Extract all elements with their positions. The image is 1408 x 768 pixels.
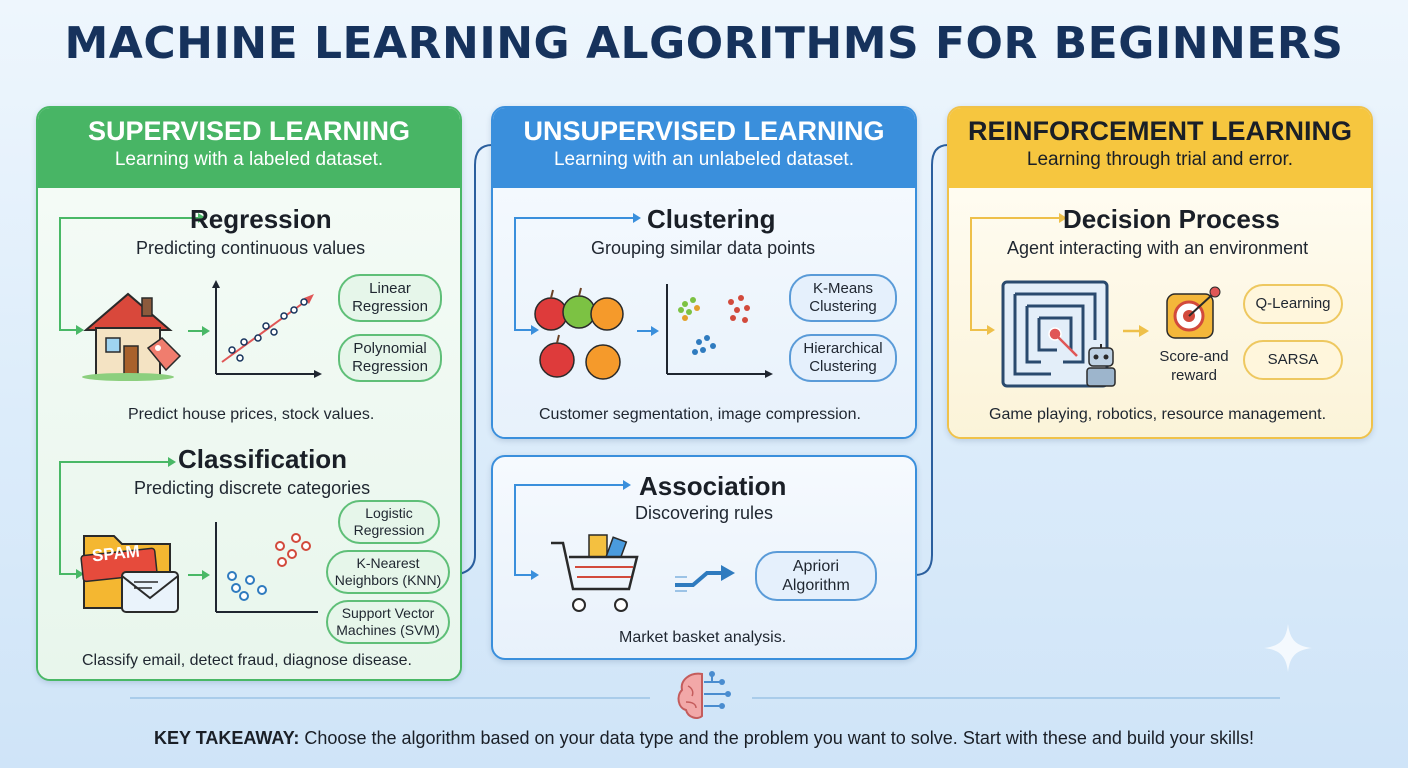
fruit-icon — [534, 287, 624, 380]
decision-flow-arrow — [970, 213, 1067, 335]
reinforcement-header: REINFORCEMENT LEARNING Learning through … — [949, 108, 1371, 188]
scatter-trend-icon — [212, 280, 322, 378]
scatter-classes-icon — [215, 522, 318, 613]
reward-arrow-icon — [1123, 325, 1149, 337]
clustering-example: Customer segmentation, image compression… — [539, 406, 861, 423]
kmeans-pill[interactable]: K-Means Clustering — [789, 274, 897, 322]
page-title: MACHINE LEARNING ALGORITHMS FOR BEGINNER… — [64, 18, 1344, 69]
regression-flow-arrow — [59, 213, 206, 335]
clustering-title: Clustering — [647, 204, 776, 234]
logistic-regression-pill[interactable]: Logistic Regression — [338, 500, 440, 544]
unsupervised-title: UNSUPERVISED LEARNING — [523, 116, 885, 146]
decision-title: Decision Process — [1063, 204, 1280, 234]
reinforcement-panel: REINFORCEMENT LEARNING Learning through … — [947, 106, 1373, 439]
takeaway-text: Choose the algorithm based on your data … — [299, 728, 1254, 748]
regression-title: Regression — [190, 204, 332, 234]
decision-example: Game playing, robotics, resource managem… — [989, 406, 1327, 423]
association-example: Market basket analysis. — [619, 629, 787, 646]
shopping-cart-icon — [551, 534, 639, 612]
clustering-subtitle: Grouping similar data points — [591, 238, 816, 258]
sparkle-icon — [1264, 624, 1312, 672]
cluster-scatter-icon — [666, 284, 773, 378]
regression-subtitle: Predicting continuous values — [136, 238, 366, 258]
linear-regression-pill[interactable]: Linear Regression — [338, 274, 442, 322]
score-reward-label: Score-and reward — [1159, 348, 1229, 384]
robot-icon — [1086, 344, 1116, 387]
regression-example: Predict house prices, stock values. — [128, 406, 375, 423]
regression-arrow-icon — [188, 326, 210, 336]
decision-subtitle: Agent interacting with an environment — [1007, 238, 1309, 258]
maze-icon — [1001, 280, 1109, 388]
house-icon — [82, 292, 174, 381]
classification-title: Classification — [178, 444, 348, 474]
association-flow-arrow — [514, 480, 631, 580]
envelope-icon — [121, 571, 179, 613]
q-learning-pill[interactable]: Q-Learning — [1243, 284, 1343, 324]
classification-subtitle: Predicting discrete categories — [134, 478, 371, 498]
apriori-pill[interactable]: Apriori Algorithm — [755, 551, 877, 601]
clustering-arrow-icon — [637, 326, 659, 336]
unsupervised-header: UNSUPERVISED LEARNING Learning with an u… — [493, 108, 915, 188]
key-takeaway: KEY TAKEAWAY: Choose the algorithm based… — [0, 728, 1408, 749]
hierarchical-pill[interactable]: Hierarchical Clustering — [789, 334, 897, 382]
classification-arrow-icon — [188, 570, 210, 580]
clustering-flow-arrow — [514, 213, 641, 335]
reinforcement-subtitle: Learning through trial and error. — [1026, 149, 1294, 170]
association-title: Association — [639, 471, 787, 501]
association-panel: Association Discovering rules Apriori Al… — [491, 455, 917, 660]
target-reward-icon — [1166, 286, 1221, 339]
unsupervised-subtitle: Learning with an unlabeled dataset. — [553, 149, 854, 170]
supervised-title: SUPERVISED LEARNING — [87, 116, 411, 146]
supervised-subtitle: Learning with a labeled dataset. — [114, 149, 384, 170]
knn-pill[interactable]: K-Nearest Neighbors (KNN) — [326, 550, 450, 594]
association-subtitle: Discovering rules — [635, 503, 774, 523]
supervised-header: SUPERVISED LEARNING Learning with a labe… — [38, 108, 460, 188]
arrow-icon — [675, 565, 735, 592]
classification-example: Classify email, detect fraud, diagnose d… — [82, 652, 412, 669]
svm-pill[interactable]: Support Vector Machines (SVM) — [326, 600, 450, 644]
supervised-panel: SUPERVISED LEARNING Learning with a labe… — [36, 106, 462, 681]
sarsa-pill[interactable]: SARSA — [1243, 340, 1343, 380]
unsupervised-panel: UNSUPERVISED LEARNING Learning with an u… — [491, 106, 917, 439]
reinforcement-title: REINFORCEMENT LEARNING — [968, 116, 1352, 146]
classification-flow-arrow — [59, 457, 176, 579]
price-tag-icon — [146, 337, 182, 372]
polynomial-regression-pill[interactable]: Polynomial Regression — [338, 334, 442, 382]
takeaway-label: KEY TAKEAWAY: — [154, 728, 300, 748]
brain-circuit-icon — [677, 671, 731, 719]
